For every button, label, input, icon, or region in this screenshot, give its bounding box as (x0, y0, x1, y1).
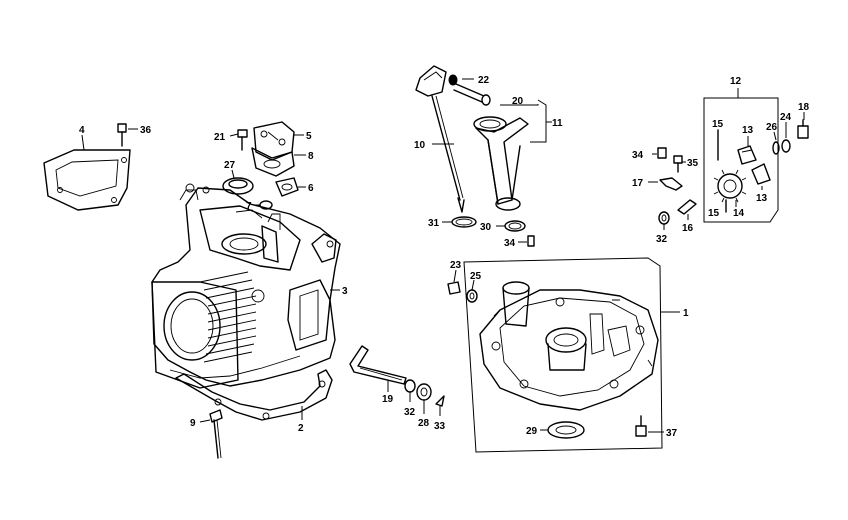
label-6: 6 (308, 183, 314, 194)
washer-part-24 (781, 139, 791, 153)
label-10: 10 (414, 140, 426, 151)
label-21: 21 (214, 132, 226, 143)
label-28: 28 (418, 418, 430, 429)
bolt-part-23 (447, 281, 461, 295)
washer-part-32-lower (404, 379, 416, 393)
label-26: 26 (766, 122, 778, 133)
label-20: 20 (512, 96, 524, 107)
label-24: 24 (780, 112, 792, 123)
label-15-lower: 15 (708, 208, 720, 219)
label-3: 3 (342, 286, 348, 297)
label-4: 4 (79, 125, 85, 136)
label-27: 27 (224, 160, 236, 171)
label-16: 16 (682, 223, 694, 234)
label-11: 11 (552, 118, 563, 129)
o-ring-part-31 (451, 216, 477, 228)
label-13-lower: 13 (756, 193, 768, 204)
clip-part-17 (659, 177, 683, 191)
bracket-plate-part-4 (43, 149, 131, 211)
label-37: 37 (666, 428, 678, 439)
label-19: 19 (382, 394, 394, 405)
label-36: 36 (140, 125, 152, 136)
washer-part-32-upper (658, 211, 670, 225)
label-23: 23 (450, 260, 462, 271)
bolt-part-37 (635, 415, 647, 437)
bolt-part-18 (797, 119, 809, 139)
label-34-lower: 34 (504, 238, 516, 249)
oil-seal-part-29 (547, 421, 585, 439)
label-32-lower: 32 (404, 407, 416, 418)
cap-part-34-upper (657, 147, 667, 159)
bolt-part-35 (673, 155, 683, 173)
label-34-upper: 34 (632, 150, 644, 161)
bolt-part-22 (448, 74, 491, 106)
oil-seal-part-27 (222, 177, 254, 195)
stud-bolt-part-9 (209, 409, 223, 459)
cap-part-34-lower (527, 235, 535, 247)
washer-part-26 (772, 141, 780, 155)
governor-shaft-part-19 (349, 345, 407, 385)
oil-dipstick-part-10 (415, 65, 465, 213)
pin-part-16 (677, 199, 697, 215)
governor-arm-part-13-upper (737, 145, 757, 165)
label-12: 12 (730, 76, 742, 87)
label-18: 18 (798, 102, 810, 113)
breather-cover-part-5 (253, 121, 295, 161)
pin-part-33 (435, 395, 445, 407)
label-35: 35 (687, 158, 699, 169)
crankcase-cover-part-1 (479, 281, 659, 411)
gasket-part-2 (175, 369, 333, 421)
governor-gear-part-14 (713, 169, 747, 203)
label-5: 5 (306, 131, 312, 142)
breather-gasket-part-6 (275, 177, 299, 197)
label-13-upper: 13 (742, 125, 754, 136)
breather-case-part-8 (251, 147, 295, 177)
label-31: 31 (428, 218, 440, 229)
label-8: 8 (308, 151, 314, 162)
washer-part-25 (466, 289, 478, 303)
label-22: 22 (478, 75, 490, 86)
oil-filler-tube-part-11 (473, 116, 529, 211)
label-33: 33 (434, 421, 446, 432)
label-9: 9 (190, 418, 196, 429)
label-30: 30 (480, 222, 492, 233)
seal-part-30 (504, 220, 526, 232)
bolt-part-21 (237, 129, 248, 151)
label-7: 7 (246, 201, 252, 212)
label-25: 25 (470, 271, 482, 282)
label-17: 17 (632, 178, 644, 189)
bolt-part-36 (117, 123, 127, 147)
callout-labels: 1 2 3 4 5 6 7 8 9 10 11 12 13 13 14 15 1… (79, 75, 810, 439)
label-14: 14 (733, 208, 745, 219)
label-29: 29 (526, 426, 538, 437)
governor-weight-part-13-lower (751, 163, 771, 185)
bushing-part-28 (416, 383, 432, 401)
label-1: 1 (683, 308, 689, 319)
label-32-upper: 32 (656, 234, 668, 245)
label-15-upper: 15 (712, 119, 724, 130)
cylinder-block-part-3 (151, 183, 341, 389)
label-2: 2 (298, 423, 304, 434)
